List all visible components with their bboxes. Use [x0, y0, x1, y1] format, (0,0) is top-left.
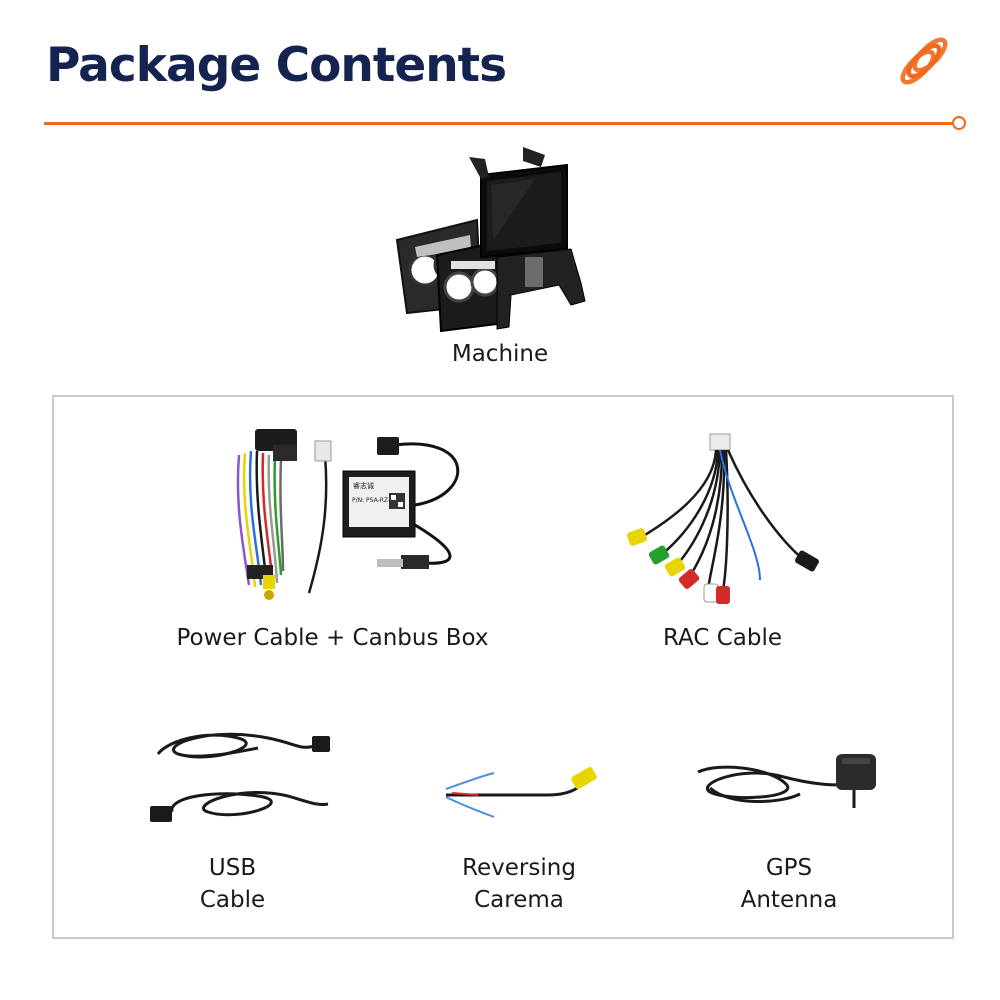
orange-coil-logo-icon	[898, 36, 950, 86]
rac-cable-label: RAC Cable	[662, 625, 783, 651]
gps-antenna-label-line2: Antenna	[740, 887, 838, 913]
canbus-brand: 睿志诚	[353, 481, 374, 490]
page-title: Package Contents	[46, 38, 507, 93]
head-unit-machine-image	[385, 145, 595, 335]
reversing-camera-label-line2: Carema	[474, 887, 564, 913]
header-divider	[44, 122, 954, 125]
reversing-camera-cable-image	[438, 765, 608, 825]
reversing-camera-label-line1: Reversing	[462, 855, 576, 881]
machine-label: Machine	[451, 341, 549, 367]
usb-cable-label-line2: Cable	[199, 887, 266, 913]
usb-cable-label-line1: USB	[208, 855, 257, 881]
gps-antenna-label-line1: GPS	[765, 855, 813, 881]
power-harness-canbus-image: 睿志诚 P/N: PSA-RZ-15	[225, 425, 480, 605]
gps-antenna-image	[690, 748, 885, 838]
power-cable-canbus-label: Power Cable + Canbus Box	[176, 625, 489, 651]
usb-cable-image	[148, 720, 333, 835]
canbus-model: P/N: PSA-RZ-15	[352, 497, 398, 504]
rca-cable-image	[610, 430, 825, 610]
divider-end-circle	[952, 116, 966, 130]
accessories-frame	[52, 395, 954, 939]
